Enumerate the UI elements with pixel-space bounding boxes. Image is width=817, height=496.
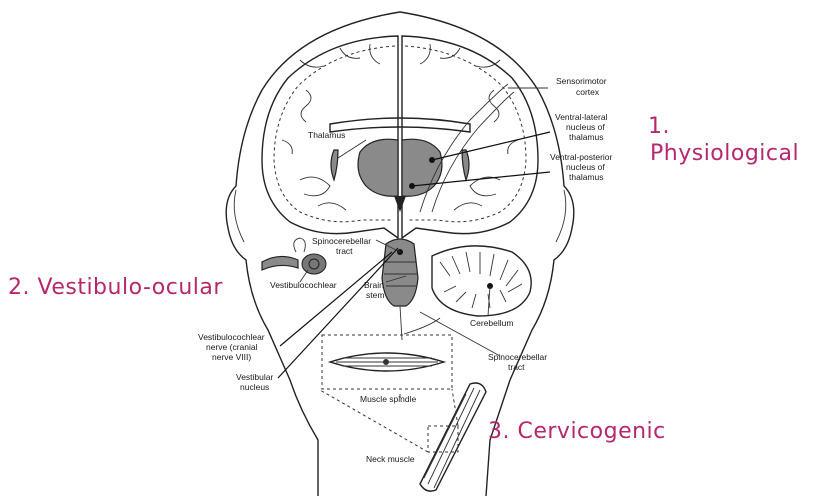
- neck-muscle-label: Neck muscle: [366, 454, 415, 464]
- spinocereb-tract-label-2: tract: [336, 246, 353, 256]
- vestibulocochlear-label: Vestibulocochlear: [270, 280, 337, 290]
- nerve-label-2: nerve (cranial: [206, 342, 258, 352]
- vest-nucleus-label-2: nucleus: [240, 382, 269, 392]
- brain-stem-label-1: Brain: [364, 280, 384, 290]
- muscle-spindle: [322, 335, 452, 389]
- vp-label-2: nucleus of: [566, 162, 605, 172]
- brain-stem: [382, 239, 418, 306]
- thalamus-label: Thalamus: [308, 130, 345, 140]
- spinocereb-tract-label-1: Spinocerebellar: [312, 236, 371, 246]
- brain-stem-label-2: stem: [366, 290, 384, 300]
- cerebellum: [432, 246, 531, 316]
- vl-label-2: nucleus of: [566, 122, 605, 132]
- vestibulo-ocular-label: 2. Vestibulo-ocular: [8, 275, 223, 300]
- physiological-number: 1.: [648, 114, 670, 139]
- thalamus: [358, 139, 442, 212]
- physiological-label: Physiological: [650, 141, 799, 166]
- muscle-spindle-label: Muscle spindle: [360, 394, 416, 404]
- cerebellum-label: Cerebellum: [470, 318, 513, 328]
- spinocereb-tract-b-label-2: tract: [508, 362, 525, 372]
- sensorimotor-label: Sensorimotor: [556, 76, 607, 86]
- vl-label-1: Ventral-lateral: [555, 112, 608, 122]
- nerve-label-3: nerve VIII): [212, 352, 251, 362]
- sensorimotor-label-2: cortex: [576, 87, 600, 97]
- vp-label-3: thalamus: [569, 172, 604, 182]
- spinocereb-tract-b-label-1: Spinocerebellar: [488, 352, 547, 362]
- cervicogenic-label: 3. Cervicogenic: [488, 419, 666, 444]
- vest-nucleus-label-1: Vestibular: [236, 372, 273, 382]
- vp-label-1: Ventral-posterior: [550, 152, 613, 162]
- nerve-label-1: Vestibulocochlear: [198, 332, 265, 342]
- vl-label-3: thalamus: [569, 132, 604, 142]
